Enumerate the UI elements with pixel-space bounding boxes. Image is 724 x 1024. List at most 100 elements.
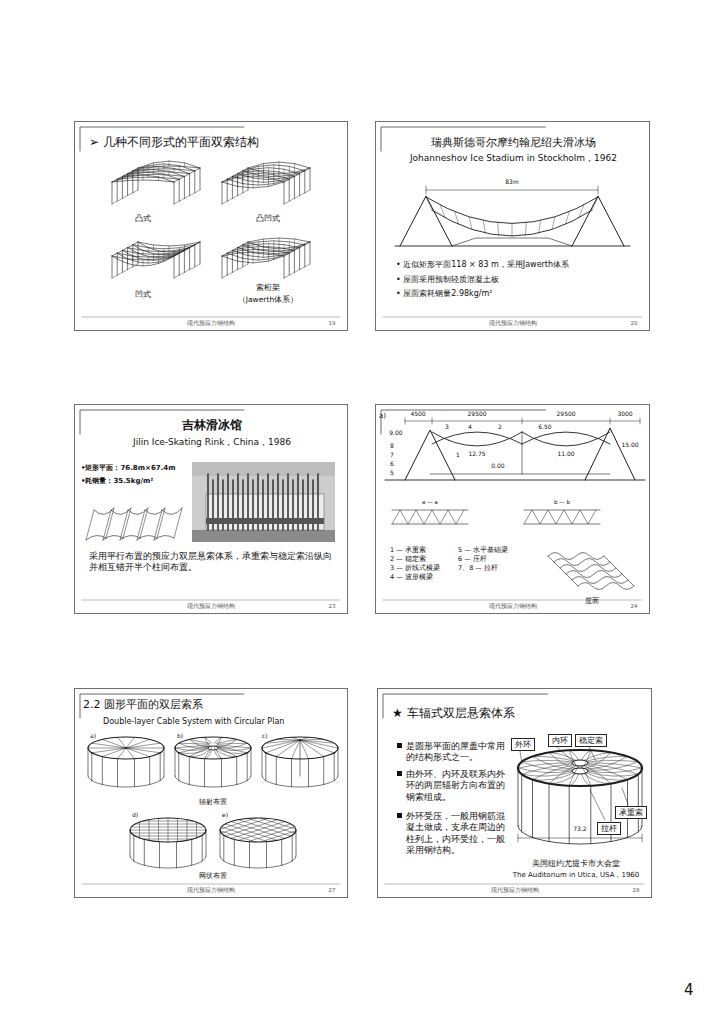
roof-column (132, 245, 133, 267)
wave-roof (554, 559, 610, 566)
truss-web (524, 510, 596, 524)
slide-title: 吉林滑冰馆 (80, 417, 344, 433)
cable-strut (294, 164, 295, 173)
cable-strut (153, 163, 154, 167)
stabilizing-cable (584, 766, 611, 784)
cable-net (131, 833, 205, 834)
load-cable (432, 432, 522, 446)
roof-column (194, 171, 195, 193)
drawing-label: 4 (468, 424, 472, 431)
drawing-label: 凸凹式 (256, 214, 280, 223)
a-frame-support (400, 196, 452, 246)
column (281, 839, 282, 865)
upper-cable (138, 161, 200, 168)
radial-cable (126, 739, 150, 748)
roof-column (179, 253, 180, 275)
radial-cable (262, 740, 300, 748)
radial-cable (179, 743, 209, 748)
column (265, 753, 266, 781)
drawing-label: e) (222, 812, 228, 819)
photo-window-band (206, 518, 324, 524)
cable-web (426, 197, 598, 236)
roof-column (248, 242, 249, 264)
roof-column (222, 182, 223, 204)
load-cable (581, 774, 590, 786)
roof-column (237, 174, 238, 196)
cable-strut (253, 169, 254, 178)
load-cable (522, 432, 610, 446)
cable-strut (143, 168, 144, 172)
slide-text: 2 — 稳定索 (390, 555, 460, 564)
drawing-label: 29500 (557, 411, 576, 418)
cable-strut (279, 238, 280, 249)
photo-sky (192, 462, 335, 542)
column (308, 759, 309, 787)
roof-column (189, 248, 190, 270)
roof-column (284, 256, 285, 278)
slide-text: • 屋面采用预制轻质混凝土板 (396, 275, 644, 286)
drawing-label: 凹式 (135, 290, 151, 299)
drawing-label: a — a (422, 499, 438, 505)
roof-edge (112, 190, 138, 204)
folded-cable (154, 535, 174, 540)
slide-frame: 瑞典斯德哥尔摩约翰尼绍夫滑冰场Johanneshov Ice Stadium i… (375, 121, 650, 331)
drawing-label: d) (132, 812, 138, 819)
slide-footer-rule (383, 317, 642, 318)
radial-cable (189, 739, 210, 743)
folded-cable (103, 508, 131, 540)
roof-column (184, 250, 185, 272)
column (234, 839, 235, 865)
callout-box: 外环 (511, 738, 535, 751)
drawing-label: b — b (554, 499, 570, 505)
stabilizing-cable (432, 432, 522, 444)
column (144, 839, 145, 865)
roof-column (227, 253, 228, 275)
slide-text: 由外环、内环及联系内外环的两层辐射方向布置的钢索组成。 (406, 769, 506, 803)
photo-ground (192, 530, 335, 542)
cable-net (231, 822, 285, 839)
slide-text: 采用平行布置的预应力双层悬索体系，承重索与稳定索沿纵向并相互错开半个柱间布置。 (89, 551, 335, 574)
roof-edge (222, 190, 248, 204)
column (164, 748, 165, 776)
radial-cable (205, 737, 212, 743)
wave-roof-edge (548, 556, 634, 586)
roof-column (284, 182, 285, 204)
drawing-label: 辐射布置 (199, 799, 227, 806)
cable-net (143, 839, 193, 840)
column (134, 759, 135, 787)
drawing-label: 11.00 (557, 451, 574, 458)
roof-edge (284, 264, 310, 278)
cable-net (231, 822, 285, 839)
bullet-square (397, 771, 402, 776)
slide-footer-rule (82, 884, 340, 885)
column (569, 786, 570, 844)
roof-column (138, 168, 139, 190)
callout-text: 外环 (515, 740, 531, 749)
cable-strut (143, 251, 144, 256)
drawing-label: 6 (390, 461, 394, 468)
column (220, 830, 221, 856)
roof-column (127, 248, 128, 270)
roof-column (294, 176, 295, 198)
slide-footer-rule (82, 600, 340, 601)
roof-column (127, 174, 128, 196)
wave-roof (548, 553, 604, 560)
slide-text: 1 — 承重索 (390, 546, 460, 555)
column (338, 748, 339, 776)
slide-text: 是圆形平面的屋盖中常用的结构形式之一。 (406, 741, 506, 764)
photo-sky (192, 462, 335, 476)
pylon (585, 428, 635, 480)
radial-cable (175, 748, 208, 751)
stabilizing-cable (522, 432, 610, 444)
slide-footer: 现代预应力钢结构 (489, 320, 537, 327)
slide-number: 27 (329, 887, 336, 893)
roof-column (122, 250, 123, 272)
drawing-label: a) (379, 412, 386, 420)
roof-column (112, 182, 113, 204)
upper-cable (133, 245, 195, 249)
cable-strut (263, 239, 264, 247)
roof-column (232, 250, 233, 272)
cable-net (221, 827, 267, 842)
slide-text: 外环受压，一般用钢筋混凝土做成，支承在周边的柱列上，内环受拉，一般采用钢结构。 (406, 811, 506, 857)
load-cable (569, 774, 578, 786)
